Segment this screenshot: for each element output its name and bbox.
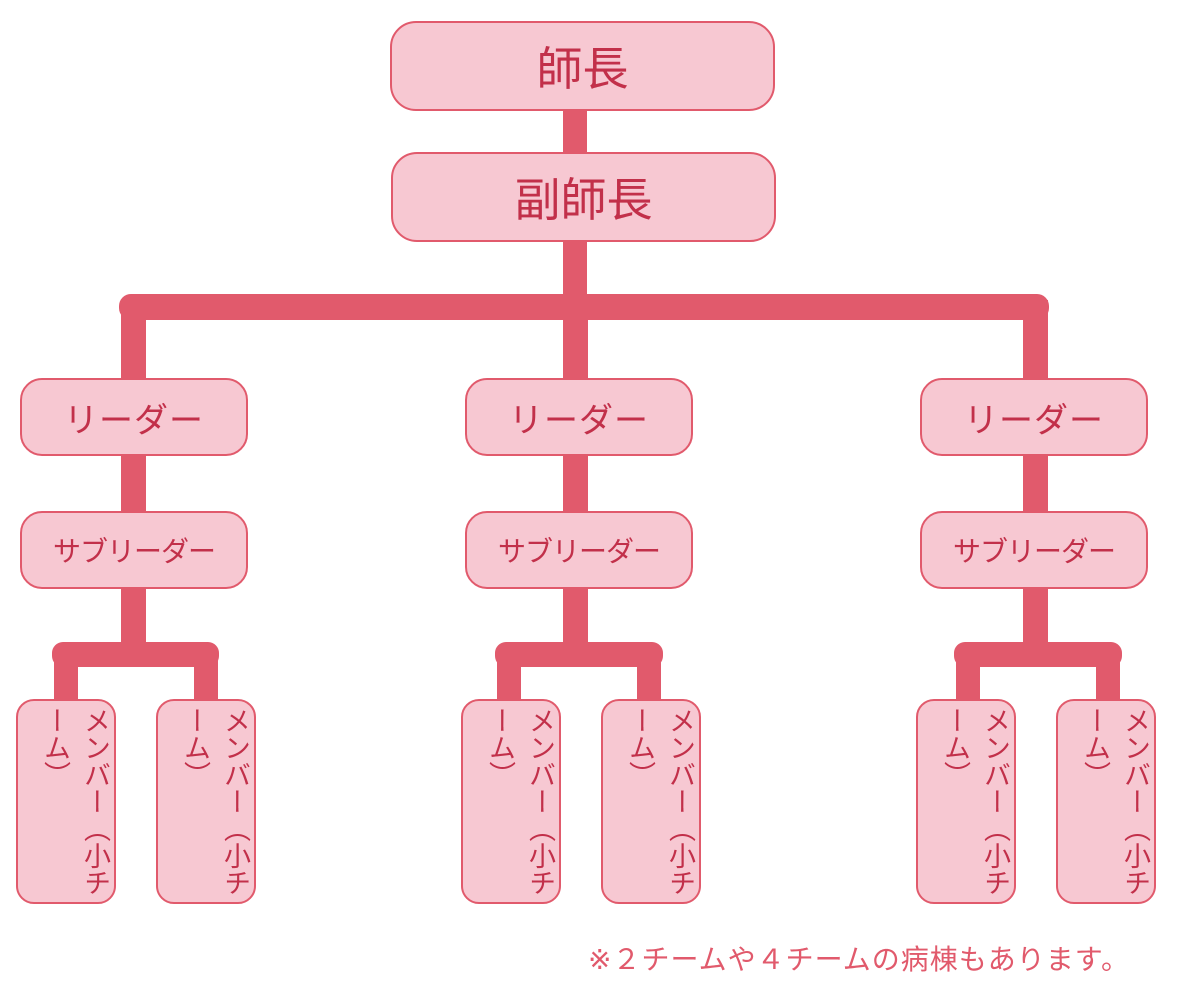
connector-line — [563, 108, 587, 156]
connector-line — [1023, 300, 1048, 380]
member-node: メンバー（小チーム） — [16, 699, 116, 904]
connector-line — [121, 300, 146, 380]
member-node: メンバー（小チーム） — [156, 699, 256, 904]
connector-line — [563, 454, 588, 514]
connector-bar — [52, 642, 219, 667]
connector-line — [121, 454, 146, 514]
connector-line — [563, 300, 588, 380]
connector-line — [497, 650, 521, 702]
member-node: メンバー（小チーム） — [1056, 699, 1156, 904]
member-node: メンバー（小チーム） — [916, 699, 1016, 904]
connector-line — [637, 650, 661, 702]
leader-node: リーダー — [20, 378, 248, 456]
leader-node: リーダー — [465, 378, 693, 456]
connector-line — [1023, 454, 1048, 514]
member-node: メンバー（小チーム） — [601, 699, 701, 904]
subleader-node: サブリーダー — [465, 511, 693, 589]
connector-bar — [954, 642, 1122, 667]
footnote: ※２チームや４チームの病棟もあります。 — [588, 943, 1130, 976]
connector-line — [956, 650, 980, 702]
member-node: メンバー（小チーム） — [461, 699, 561, 904]
deputy-head-nurse-node: 副師長 — [391, 152, 776, 242]
leader-node: リーダー — [920, 378, 1148, 456]
subleader-node: サブリーダー — [20, 511, 248, 589]
connector-line — [1096, 650, 1120, 702]
subleader-node: サブリーダー — [920, 511, 1148, 589]
connector-line — [54, 650, 78, 702]
head-nurse-node: 師長 — [390, 21, 775, 111]
connector-line — [194, 650, 218, 702]
connector-bar — [495, 642, 663, 667]
